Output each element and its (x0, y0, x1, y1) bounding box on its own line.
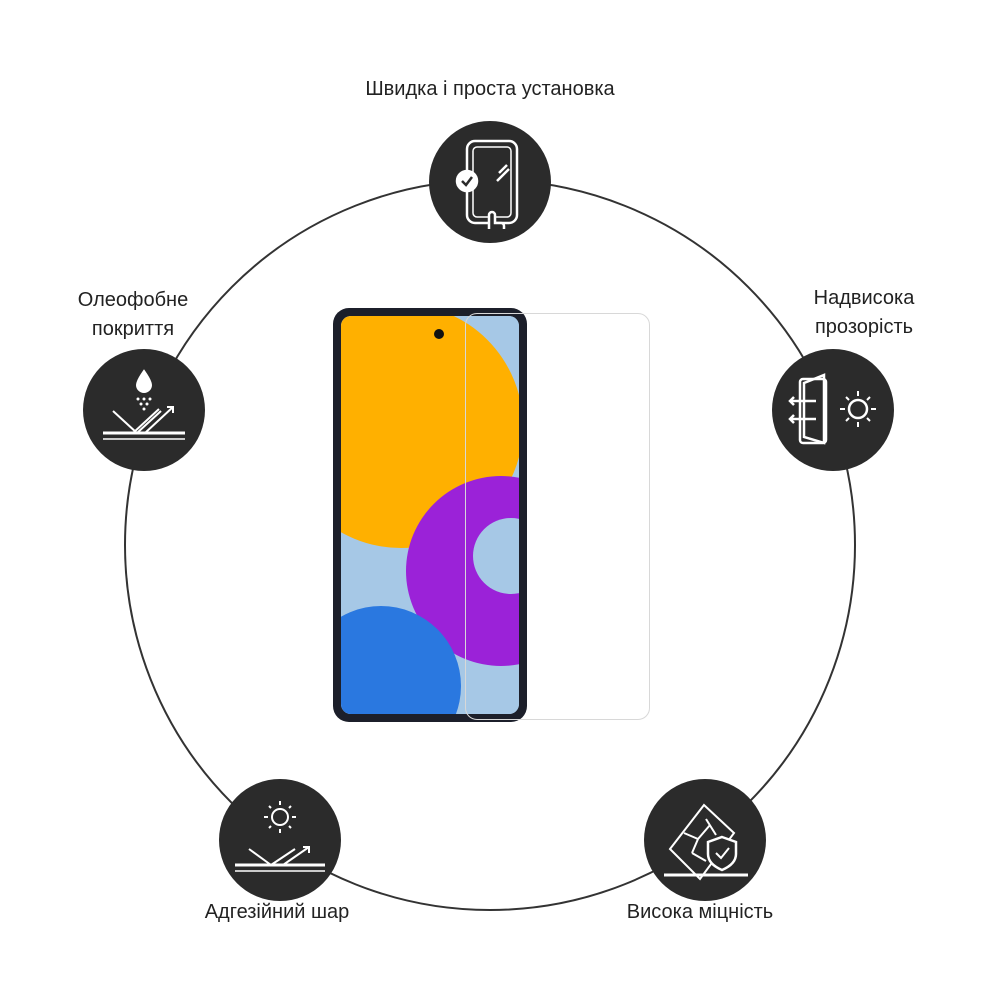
screen-protector-film (465, 313, 650, 720)
feature-label-installation: Швидка і проста установка (365, 78, 615, 100)
feature-label-transparency: Надвисока прозорість (814, 284, 915, 342)
adhesive-layer-icon (219, 779, 341, 901)
label-line: Олеофобне (77, 289, 189, 311)
label-line: Надвисока (813, 287, 915, 309)
phone-screen (341, 316, 519, 714)
installation-icon (429, 121, 551, 243)
feature-label-oleophobic: Олеофобне покриття (78, 286, 188, 344)
transparency-icon (772, 349, 894, 471)
feature-label-adhesive: Адгезійний шар (204, 901, 350, 923)
feature-label-strength: Висока міцність (626, 901, 774, 923)
strength-icon (644, 779, 766, 901)
oleophobic-icon (83, 349, 205, 471)
label-line: покриття (91, 318, 175, 340)
label-line: прозорість (814, 316, 914, 338)
phone-image (333, 308, 527, 722)
